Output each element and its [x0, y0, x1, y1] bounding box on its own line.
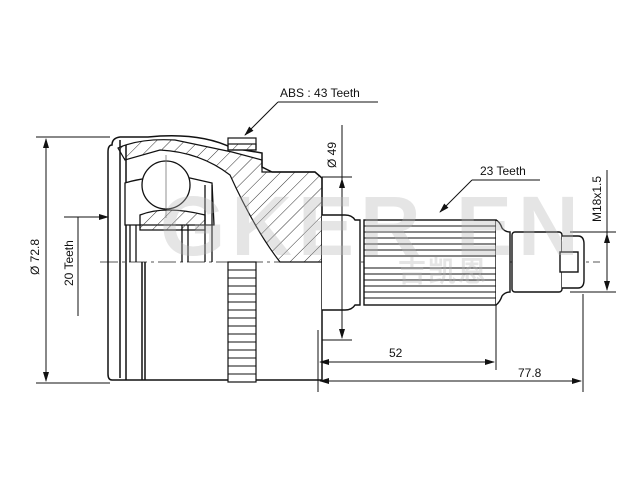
- spline: [363, 219, 497, 306]
- abs-teeth-label: ABS : 43 Teeth: [280, 86, 360, 100]
- housing-section-hatch: [117, 139, 323, 263]
- watermark-chinese: 吉凯恩: [398, 256, 489, 287]
- spline-length-label: 52: [389, 346, 403, 360]
- watermark-brand: GKER EN: [160, 179, 585, 273]
- total-length-label: 77.8: [518, 366, 542, 380]
- housing: [107, 135, 323, 381]
- dimensions: [36, 101, 616, 392]
- stub-shaft: [322, 214, 585, 311]
- abs-ring: [227, 137, 257, 383]
- outer-diameter-label: Ø 72.8: [28, 238, 42, 275]
- inner-teeth-label: 20 Teeth: [62, 240, 76, 286]
- seal-diameter-label: Ø 49: [325, 141, 339, 168]
- ball-cage: [124, 155, 215, 262]
- outer-teeth-label: 23 Teeth: [480, 164, 526, 178]
- thread-label: M18x1.5: [590, 175, 604, 222]
